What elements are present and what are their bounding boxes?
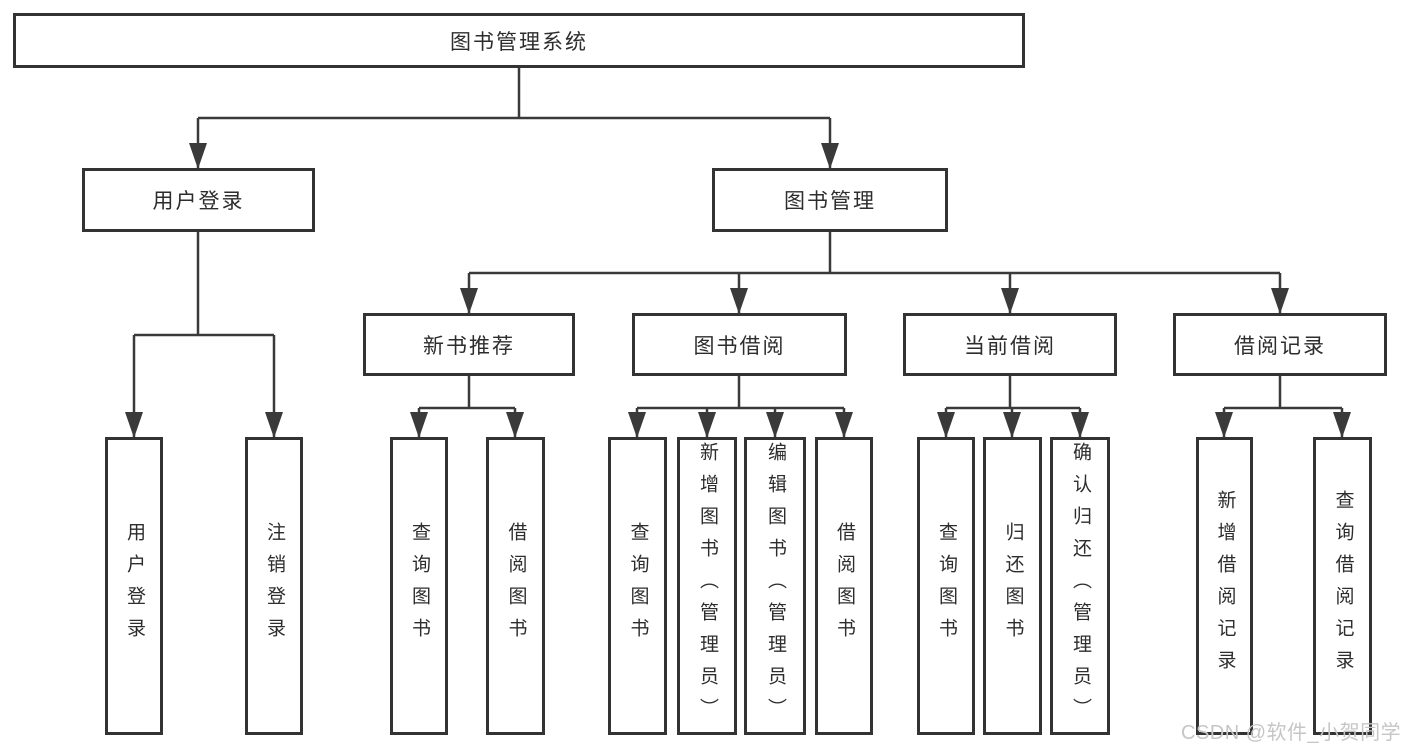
leaf-borrow-book-newbook-label: 借阅图书 <box>505 522 527 650</box>
leaf-query-book-newbook-label: 查询图书 <box>408 522 430 650</box>
leaf-query-book-current-label: 查询图书 <box>935 522 957 650</box>
leaf-query-borrow-record-label: 查询借阅记录 <box>1332 490 1354 682</box>
leaf-logout: 注销登录 <box>245 437 303 735</box>
leaf-query-book-borrow-label: 查询图书 <box>627 522 649 650</box>
leaf-edit-book-admin-label: 编辑图书（管理员） <box>764 442 786 730</box>
leaf-add-book-admin-label: 新增图书（管理员） <box>696 442 718 730</box>
leaf-query-book-current: 查询图书 <box>917 437 975 735</box>
node-book-management: 图书管理 <box>712 168 948 232</box>
node-book-borrow: 图书借阅 <box>632 313 847 376</box>
leaf-confirm-return-admin-label: 确认归还（管理员） <box>1069 442 1091 730</box>
node-new-book-recommend: 新书推荐 <box>363 313 575 376</box>
leaf-borrow-book-newbook: 借阅图书 <box>486 437 545 735</box>
leaf-query-book-newbook: 查询图书 <box>390 437 448 735</box>
csdn-watermark: CSDN @软件_小贺同学 <box>1181 722 1402 744</box>
leaf-query-book-borrow: 查询图书 <box>608 437 667 735</box>
leaf-query-borrow-record: 查询借阅记录 <box>1313 437 1372 735</box>
leaf-user-login: 用户登录 <box>105 437 163 735</box>
leaf-logout-label: 注销登录 <box>263 522 285 650</box>
leaf-user-login-label: 用户登录 <box>123 522 145 650</box>
leaf-confirm-return-admin: 确认归还（管理员） <box>1050 437 1110 735</box>
leaf-borrow-book: 借阅图书 <box>815 437 873 735</box>
leaf-borrow-book-label: 借阅图书 <box>833 522 855 650</box>
leaf-add-borrow-record: 新增借阅记录 <box>1196 437 1253 735</box>
leaf-return-book-label: 归还图书 <box>1002 522 1024 650</box>
node-root-library-system: 图书管理系统 <box>13 13 1025 68</box>
leaf-add-book-admin: 新增图书（管理员） <box>677 437 737 735</box>
leaf-add-borrow-record-label: 新增借阅记录 <box>1214 490 1236 682</box>
leaf-return-book: 归还图书 <box>983 437 1042 735</box>
node-current-borrow: 当前借阅 <box>903 313 1117 376</box>
node-borrow-record: 借阅记录 <box>1173 313 1387 376</box>
node-user-login: 用户登录 <box>82 168 315 232</box>
leaf-edit-book-admin: 编辑图书（管理员） <box>744 437 806 735</box>
